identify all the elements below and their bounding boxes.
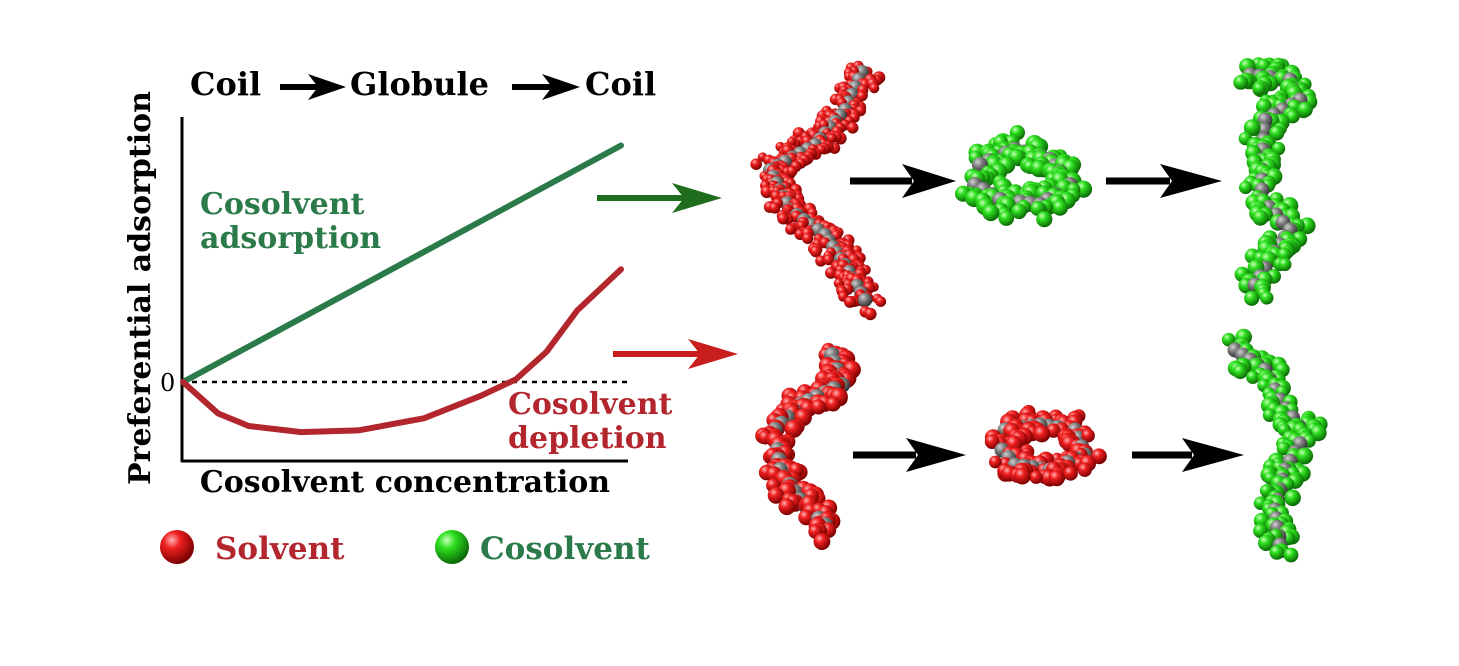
solvent-bead [785,224,796,235]
solvent-bead [778,498,796,516]
solvent-bead [777,212,789,225]
cosolvent-bead [1269,545,1285,560]
polymer-conformation-icon [1233,57,1318,306]
arrow-right-icon [850,164,956,198]
cosolvent-bead [1283,547,1299,563]
solvent-bead [825,396,841,412]
header-stage-globule: Globule [350,65,489,103]
solvent-bead [875,296,887,307]
solvent-bead [1029,470,1043,484]
cosolvent-bead [1036,211,1053,228]
cosolvent-bead [998,210,1015,226]
cosolvent-bead [1260,291,1274,305]
solvent-bead [1077,462,1092,477]
solvent-bead [1048,470,1065,487]
cosolvent-bead [1239,180,1253,195]
solvent-bead [786,165,798,177]
solvent-bead [989,455,1002,469]
cosolvent-bead [1297,101,1313,118]
solvent-bead [1033,425,1051,443]
cosolvent-bead [982,204,1000,222]
cosolvent-bead [1269,125,1285,141]
cosolvent-bead [1296,447,1314,465]
polymer-conformations [750,57,1328,563]
plot-lines [180,142,624,436]
cosolvent-bead [1244,290,1260,306]
polymer-conformation-icon [1221,328,1328,563]
header-stage-coil-1: Coil [190,65,261,103]
polymer-conformation-icon [755,342,861,550]
arrow-right-icon [1132,438,1244,472]
cosolvent-bead-icon [435,530,469,564]
cosolvent-bead [1284,489,1301,507]
header-stage-coil-2: Coil [585,65,656,103]
solvent-bead [846,122,859,134]
legend-cosolvent-label: Cosolvent [480,531,651,567]
solvent-bead [823,254,834,266]
arrow-right-icon [853,438,966,472]
adsorption-curve [180,142,624,385]
solvent-bead [810,399,827,415]
cosolvent-bead [1278,257,1292,272]
solvent-bead [1081,428,1095,443]
depletion-curve [180,266,624,436]
cosolvent-bead [1252,209,1269,226]
chart-axes: 0 Preferential adsorption Cosolvent conc… [123,91,628,500]
solvent-bead [802,232,814,244]
cosolvent-bead [1233,75,1249,90]
solvent-bead-icon [160,530,194,564]
arrow-right-icon [1106,164,1222,198]
cosolvent-bead [1052,199,1068,216]
solvent-bead [825,267,837,279]
polymer-conformation-icon [955,125,1093,228]
solvent-bead [984,434,1000,449]
solvent-bead [769,202,781,214]
zero-tick-label: 0 [160,369,175,397]
arrow-right-icon [597,183,722,213]
cosolvent-bead [1246,370,1260,384]
solvent-bead [827,133,837,143]
depletion-label-line2: depletion [508,421,667,456]
polymer-conformation-icon [750,60,887,321]
solvent-bead [767,487,785,504]
adsorption-label-line1: Cosolvent [200,187,365,222]
cosolvent-bead [1011,203,1027,220]
solvent-bead [844,295,856,308]
cosolvent-bead [1258,534,1275,552]
solvent-bead [1013,467,1031,485]
arrow-right-icon [280,74,346,100]
cosolvent-bead [1243,119,1261,136]
arrow-right-icon [512,74,580,100]
polymer-conformation-icon [984,404,1107,487]
arrow-right-icon [613,339,738,369]
solvent-bead [750,158,762,170]
adsorption-label-line2: adsorption [200,221,381,256]
solvent-bead [813,533,831,550]
solvent-bead [810,245,822,258]
cosolvent-bead [1232,364,1248,380]
y-axis-label: Preferential adsorption [123,91,158,485]
solvent-bead [864,307,877,321]
legend: Solvent Cosolvent [160,530,651,567]
x-axis-label: Cosolvent concentration [200,465,610,500]
legend-solvent-label: Solvent [215,531,345,567]
depletion-label-line1: Cosolvent [508,387,673,422]
transition-header: Coil Globule Coil [190,65,656,103]
cosolvent-bead [1252,82,1266,95]
solvent-bead [869,83,880,94]
solvent-bead [784,419,803,438]
solvent-bead [1063,466,1078,481]
cosolvent-bead [1256,98,1272,115]
polymer-bead [858,293,872,307]
